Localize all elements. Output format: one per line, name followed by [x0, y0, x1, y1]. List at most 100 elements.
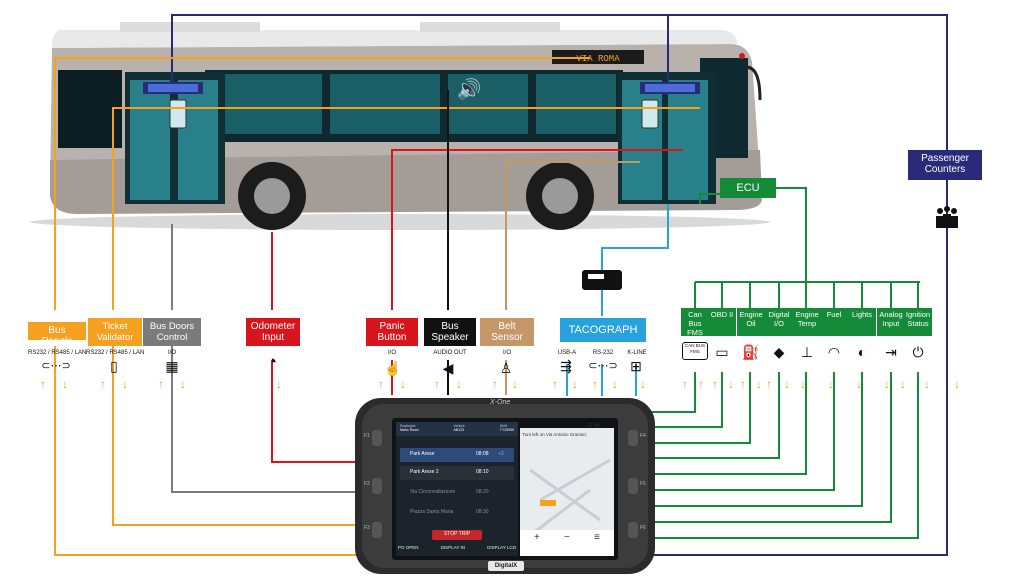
destination-sign-text: VIA ROMA [576, 54, 620, 64]
belt-sensor-label: Belt Sensor [480, 318, 534, 346]
right-function-key[interactable]: F6 [640, 525, 646, 531]
device-footer-item: DISPLAY IN [440, 545, 465, 550]
tacograph-device-icon [582, 270, 622, 290]
arrow-down-icon: ↓ [612, 377, 618, 391]
tacograph-label: TACOGRAPH [560, 318, 646, 342]
stop-row[interactable]: Piazza Santa Maria 08:30 [410, 509, 510, 515]
arrow-up-icon: ↑ [740, 377, 746, 391]
arrow-down-icon: ↓ [62, 377, 68, 391]
network-icon: ⊞ [630, 358, 642, 374]
device-brand: X-One [490, 399, 511, 406]
passenger-counters-label: Passenger Counters [908, 150, 982, 180]
panic-button-label: Panic Button [366, 318, 418, 346]
usb-icon: ⇶ [560, 358, 572, 374]
left-function-key[interactable]: F1 [364, 433, 370, 439]
headlight-icon: ◐ [857, 344, 867, 360]
stop-name: Piazza Santa Maria [410, 509, 454, 515]
belt-sensor-port: I/O [502, 350, 511, 356]
device-header-value: TY25099 [499, 428, 514, 432]
speaker-icon: ◀ [442, 360, 454, 376]
stop-row[interactable]: Park Arese 08:08 +3 [410, 451, 510, 457]
arrow-up-icon: ↑ [100, 377, 106, 391]
finger-press-icon: ☝ [384, 360, 402, 376]
bus-panels-label: Bus Panels [28, 322, 86, 347]
bus-panels-line [54, 57, 590, 310]
arrow-down-icon: ↓ [512, 377, 518, 391]
ecu-input-label: Engine Temp [793, 308, 821, 336]
arrow-down-icon: ↓ [800, 377, 806, 391]
tacograph-line [601, 204, 669, 272]
ecu-input-label: OBD II [708, 308, 736, 336]
stop-delay [498, 509, 510, 515]
bus-doors-port: I/O [167, 350, 176, 356]
device-header-value: Mario Rossi [400, 428, 419, 432]
menu-icon[interactable]: ≡ [594, 532, 600, 543]
stop-trip-button[interactable]: STOP TRIP [443, 531, 471, 537]
zoom-in-icon[interactable]: + [534, 532, 540, 543]
door-control-icon: ▦ [165, 358, 179, 374]
stop-name: Park Arese [410, 451, 435, 457]
power-icon: ⏻ [912, 344, 924, 360]
serial-port-icon: ⊂⋯⊃ [588, 360, 618, 372]
seat-belt-icon: ♙ [499, 360, 513, 376]
arrow-down-icon: ↓ [456, 377, 462, 391]
right-function-key[interactable]: F5 [640, 481, 646, 487]
arrow-up-icon: ↑ [552, 377, 558, 391]
arrow-down-icon: ↓ [640, 377, 646, 391]
nav-instruction: Turn left on Via Antonio Gramsci [522, 432, 587, 437]
arrow-down-icon: ↓ [856, 377, 862, 391]
ecu-input-label: Analog Input [877, 308, 905, 336]
obd-connector-icon: ▭ [715, 344, 729, 360]
stop-time: 08:30 [476, 509, 489, 515]
arrow-down-icon: ↓ [276, 377, 282, 391]
bus-speaker-icon: 🔊 [456, 79, 482, 101]
device-header-key: Employee [400, 424, 416, 428]
panic-button-line [391, 149, 683, 310]
x-one-terminal [355, 398, 655, 574]
ticket-validator-port: RS232 / RS485 / LAN [86, 350, 145, 356]
ticket-validator-line [112, 107, 700, 310]
stop-name: Park Arese 2 [410, 469, 439, 475]
arrow-up-icon: ↑ [682, 377, 688, 391]
stop-delay [498, 469, 510, 475]
stop-time: 08:08 [476, 451, 489, 457]
right-function-key[interactable]: F4 [640, 433, 646, 439]
arrow-up-icon: ↑ [766, 377, 772, 391]
ecu-label: ECU [720, 178, 776, 198]
digital-io-icon: ◆ [773, 344, 785, 360]
device-clock: 12:34 [587, 423, 600, 429]
arrow-up-icon: ↑ [712, 377, 718, 391]
left-function-key[interactable]: F3 [364, 525, 370, 531]
ecu-input-label: Digital I/O [765, 308, 793, 336]
fuel-gauge-icon: ◠ [827, 344, 841, 360]
zoom-out-icon[interactable]: − [564, 532, 570, 543]
bus-speaker-label: Bus Speaker [424, 318, 476, 346]
ecu-input-label: Can Bus FMS [681, 308, 709, 337]
db9-connector-icon: ⊂⋯⊃ [41, 360, 71, 372]
ecu-input-label: Lights [848, 308, 876, 336]
arrow-down-icon: ↓ [784, 377, 790, 391]
oil-can-icon: ⛽ [742, 344, 760, 360]
arrow-down-icon: ↓ [180, 377, 186, 391]
stop-delay [498, 489, 510, 495]
stop-time: 08:20 [476, 489, 489, 495]
usb-a-port: USB-A [557, 350, 577, 356]
ecu-input-label: Fuel [820, 308, 848, 336]
stop-delay: +3 [498, 451, 504, 457]
arrow-down-icon: ↓ [400, 377, 406, 391]
digitalx-logo: DigitalX [488, 561, 524, 571]
arrow-up-icon: ↑ [378, 377, 384, 391]
bus-illustration: VIA ROMA [30, 22, 770, 230]
arrow-down-icon: ↓ [756, 377, 762, 391]
arrow-up-icon: ↑ [492, 377, 498, 391]
device-footer-item: PO OPEN [398, 545, 419, 550]
arrow-down-icon: ↓ [728, 377, 734, 391]
left-function-key[interactable]: F2 [364, 481, 370, 487]
bus-doors-line [171, 346, 365, 493]
